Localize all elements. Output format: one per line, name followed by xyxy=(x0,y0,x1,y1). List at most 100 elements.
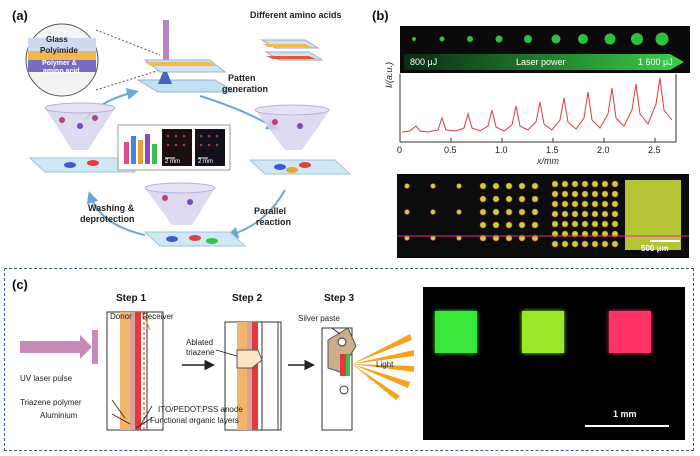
oled-pixel-yellowgreen xyxy=(522,311,564,353)
washing-label-1: Washing & xyxy=(88,203,135,213)
inset-polymer-label: Polymer & xyxy=(42,60,77,67)
array-dot xyxy=(611,190,619,198)
ablated-label-1: Ablated xyxy=(186,338,214,347)
array-dot xyxy=(601,210,609,218)
inset-glass-label: Glass xyxy=(46,35,68,44)
peptide-bar-chart xyxy=(124,134,157,164)
array-dot xyxy=(581,190,589,198)
laser-dot-strip xyxy=(400,26,690,73)
parallel-label-2: reaction xyxy=(256,217,292,227)
dense-array-block xyxy=(625,180,681,250)
array-dot xyxy=(492,208,500,216)
light-label: Light xyxy=(376,360,394,369)
array-dot xyxy=(601,190,609,198)
array-dot xyxy=(611,200,619,208)
array-dot xyxy=(430,209,436,215)
inset-polymer-label-2: amino acid xyxy=(43,68,80,75)
microarray-image-1 xyxy=(162,129,192,166)
xtick-3: 1.5 xyxy=(546,145,559,155)
array-dot xyxy=(591,220,599,228)
washing-label-2: deprotection xyxy=(80,214,135,224)
array-dot xyxy=(492,221,500,229)
laser-power-label: Laser power xyxy=(516,57,566,67)
panel-c-letter: (c) xyxy=(12,277,28,292)
scale-label-1: 2 mm xyxy=(165,159,180,165)
array-dot xyxy=(591,200,599,208)
array-dot xyxy=(561,220,569,228)
xtick-5: 2.5 xyxy=(648,145,661,155)
array-dot xyxy=(591,190,599,198)
scale-label-2: 2 mm xyxy=(198,159,213,165)
light-rays xyxy=(352,334,414,400)
array-dot xyxy=(456,183,462,189)
panel-c-frame xyxy=(4,268,694,451)
scale-label-c: 1 mm xyxy=(613,409,637,419)
inset-polyimide-layer xyxy=(28,51,96,60)
array-dot xyxy=(551,220,559,228)
array-dot xyxy=(531,195,539,203)
scale-bar-c xyxy=(585,425,669,427)
array-dot xyxy=(479,208,487,216)
microarray-image-2 xyxy=(195,129,225,166)
array-dot xyxy=(591,240,599,248)
array-dot xyxy=(479,195,487,203)
array-dot xyxy=(551,200,559,208)
donor-label: Donor xyxy=(110,312,132,321)
array-dot xyxy=(492,182,500,190)
array-dot xyxy=(581,180,589,188)
array-dot xyxy=(581,210,589,218)
oled-pixel-pink xyxy=(609,311,651,353)
array-dot xyxy=(611,220,619,228)
laser-power-arrow xyxy=(404,54,684,70)
receiver-label: Receiver xyxy=(142,312,174,321)
panel-c-diagram xyxy=(20,311,414,431)
laser-dots-svg xyxy=(404,32,684,70)
array-dot xyxy=(571,240,579,248)
array-dot xyxy=(518,221,526,229)
array-dot xyxy=(404,183,410,189)
funnel-right xyxy=(255,110,330,150)
laser-start-label: 800 μJ xyxy=(410,57,438,67)
xtick-1: 0.5 xyxy=(444,145,457,155)
xtick-2: 1.0 xyxy=(495,145,508,155)
array-dot xyxy=(551,240,559,248)
funnel-bottom xyxy=(145,188,215,225)
array-dot xyxy=(571,200,579,208)
array-dot xyxy=(551,210,559,218)
aluminium-label: Aluminium xyxy=(40,411,78,420)
array-dot xyxy=(479,182,487,190)
array-dot xyxy=(492,195,500,203)
uv-laser-arrow xyxy=(20,335,92,359)
step2-label: Step 2 xyxy=(232,293,263,304)
array-dot xyxy=(561,200,569,208)
array-dot xyxy=(561,180,569,188)
array-dot xyxy=(591,180,599,188)
ito-label: ITO/PEDOT:PSS anode xyxy=(158,405,243,414)
array-dot xyxy=(479,221,487,229)
slide-right xyxy=(248,159,352,175)
receiver-slide xyxy=(136,79,237,93)
array-dot xyxy=(505,195,513,203)
ylabel: I/(a.u.) xyxy=(384,61,394,88)
scale-label-b: 500 μm xyxy=(641,244,669,253)
step3-label: Step 3 xyxy=(324,293,355,304)
array-dot xyxy=(561,240,569,248)
functional-layers-label: Functional organic layers xyxy=(150,416,239,425)
array-dot xyxy=(571,190,579,198)
ablated-label-2: triazene xyxy=(186,348,215,357)
array-dot xyxy=(611,240,619,248)
array-dot xyxy=(531,221,539,229)
array-dot xyxy=(581,200,589,208)
xlabel: x/mm xyxy=(537,156,559,166)
array-dot xyxy=(456,209,462,215)
array-dot xyxy=(531,208,539,216)
array-dot xyxy=(581,220,589,228)
laser-beam xyxy=(163,20,169,65)
array-dot xyxy=(611,180,619,188)
xtick-4: 2.0 xyxy=(597,145,610,155)
array-dot xyxy=(581,240,589,248)
laser-end-label: 1 600 μJ xyxy=(638,57,673,67)
oled-photo: 1 mm xyxy=(423,287,685,440)
inset-polymer-layer xyxy=(28,60,96,72)
amino-acids-label: Different amino acids xyxy=(250,10,342,20)
